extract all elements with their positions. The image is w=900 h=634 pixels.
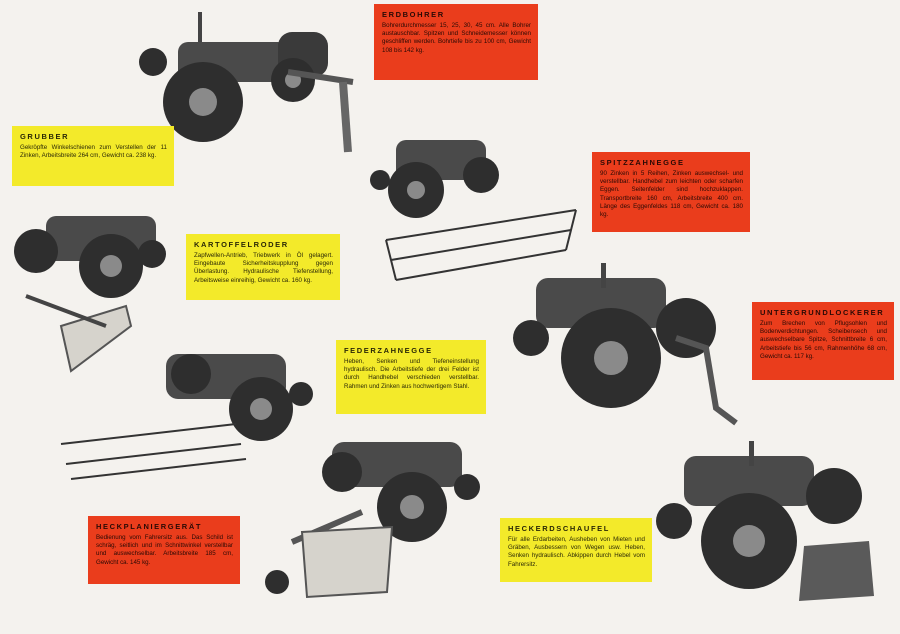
card-text: Bohrerdurchmesser 15, 25, 30, 45 cm. All… bbox=[382, 22, 531, 54]
card-title: UNTERGRUNDLOCKERER bbox=[760, 308, 885, 317]
tractor-with-potato-digger-image bbox=[14, 216, 166, 373]
card-title: KARTOFFELRODER bbox=[194, 240, 289, 249]
card-untergrundlockerer: UNTERGRUNDLOCKERER Zum Brechen von Pflug… bbox=[752, 302, 894, 380]
tractor-with-rear-grader-image bbox=[265, 442, 480, 599]
card-text: Für alle Erdarbeiten, Ausheben von Miete… bbox=[508, 536, 645, 568]
card-title: HECKPLANIERGERÄT bbox=[96, 522, 203, 531]
card-text: Heben, Senken und Tiefeneinstellung hydr… bbox=[344, 358, 479, 390]
tractor-with-rear-bucket-image bbox=[656, 441, 874, 601]
card-text: Bedienung vom Fahrersitz aus. Das Schild… bbox=[96, 534, 233, 566]
card-erdbohrer: ERDBOHRER Bohrerdurchmesser 15, 25, 30, … bbox=[374, 4, 538, 80]
tractor-with-spring-tooth-harrow-image bbox=[60, 354, 313, 480]
card-heckerdschaufel: HECKERDSCHAUFEL Für alle Erdarbeiten, Au… bbox=[500, 518, 652, 582]
card-federzahnegge: FEDERZAHNEGGE Heben, Senken und Tiefenei… bbox=[336, 340, 486, 414]
card-text: Zapfwellen-Antrieb, Triebwerk in Öl gela… bbox=[194, 252, 333, 284]
card-title: FEDERZAHNEGGE bbox=[344, 346, 433, 355]
tractor-with-spike-tooth-harrow-image bbox=[370, 140, 577, 281]
tractor-with-earth-auger-image bbox=[139, 12, 354, 153]
card-text: Gekröpfte Winkelschienen zum Verstellen … bbox=[20, 144, 167, 160]
card-title: SPITZZAHNEGGE bbox=[600, 158, 685, 167]
card-text: 90 Zinken in 5 Reihen, Zinken auswechsel… bbox=[600, 170, 743, 218]
card-heckplaniergeraet: HECKPLANIERGERÄT Bedienung vom Fahrersit… bbox=[88, 516, 240, 584]
card-grubber: GRUBBER Gekröpfte Winkelschienen zum Ver… bbox=[12, 126, 174, 186]
card-title: GRUBBER bbox=[20, 132, 70, 141]
card-spitzzahnegge: SPITZZAHNEGGE 90 Zinken in 5 Reihen, Zin… bbox=[592, 152, 750, 232]
tractor-with-subsoiler-image bbox=[513, 263, 738, 426]
card-text: Zum Brechen von Pflugsohlen und Bodenver… bbox=[760, 320, 887, 360]
card-title: ERDBOHRER bbox=[382, 10, 445, 19]
card-kartoffelroder: KARTOFFELRODER Zapfwellen-Antrieb, Trieb… bbox=[186, 234, 340, 300]
card-title: HECKERDSCHAUFEL bbox=[508, 524, 610, 533]
